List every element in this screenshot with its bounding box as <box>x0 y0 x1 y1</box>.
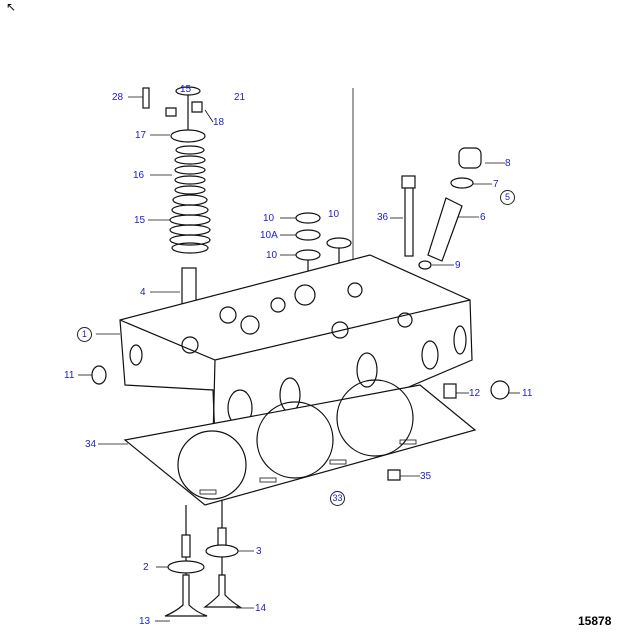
callout-1[interactable]: 1 <box>77 327 92 342</box>
callout-2[interactable]: 2 <box>143 562 149 573</box>
callout-5[interactable]: 5 <box>500 190 515 205</box>
callout-17[interactable]: 17 <box>135 130 147 141</box>
callout-10-upper[interactable]: 10 <box>263 213 275 224</box>
callout-6[interactable]: 6 <box>480 212 486 223</box>
callout-3[interactable]: 3 <box>256 546 262 557</box>
callout-34[interactable]: 34 <box>85 439 97 450</box>
callout-10-lower[interactable]: 10 <box>266 250 278 261</box>
callout-11-right[interactable]: 11 <box>522 388 533 399</box>
callout-15[interactable]: 15 <box>134 215 146 226</box>
callout-13[interactable]: 13 <box>139 616 151 627</box>
callout-11-left[interactable]: 11 <box>64 370 75 381</box>
callout-14[interactable]: 14 <box>255 603 267 614</box>
callout-7[interactable]: 7 <box>493 179 499 190</box>
callout-8[interactable]: 8 <box>505 158 511 169</box>
callout-10A[interactable]: 10A <box>260 230 278 241</box>
callout-4[interactable]: 4 <box>140 287 146 298</box>
callout-12[interactable]: 12 <box>469 388 481 399</box>
callout-21[interactable]: 21 <box>234 92 246 103</box>
callout-33[interactable]: 33 <box>330 491 345 506</box>
callout-28[interactable]: 28 <box>112 92 124 103</box>
callout-15-top[interactable]: 15 <box>180 84 192 95</box>
callout-9[interactable]: 9 <box>455 260 461 271</box>
callout-35[interactable]: 35 <box>420 471 432 482</box>
cursor-icon: ↖ <box>6 0 17 14</box>
callout-36[interactable]: 36 <box>377 212 389 223</box>
callout-10-right[interactable]: 10 <box>328 209 340 220</box>
callout-16[interactable]: 16 <box>133 170 145 181</box>
callout-18[interactable]: 18 <box>213 117 225 128</box>
drawing-reference-number: 15878 <box>578 614 612 628</box>
